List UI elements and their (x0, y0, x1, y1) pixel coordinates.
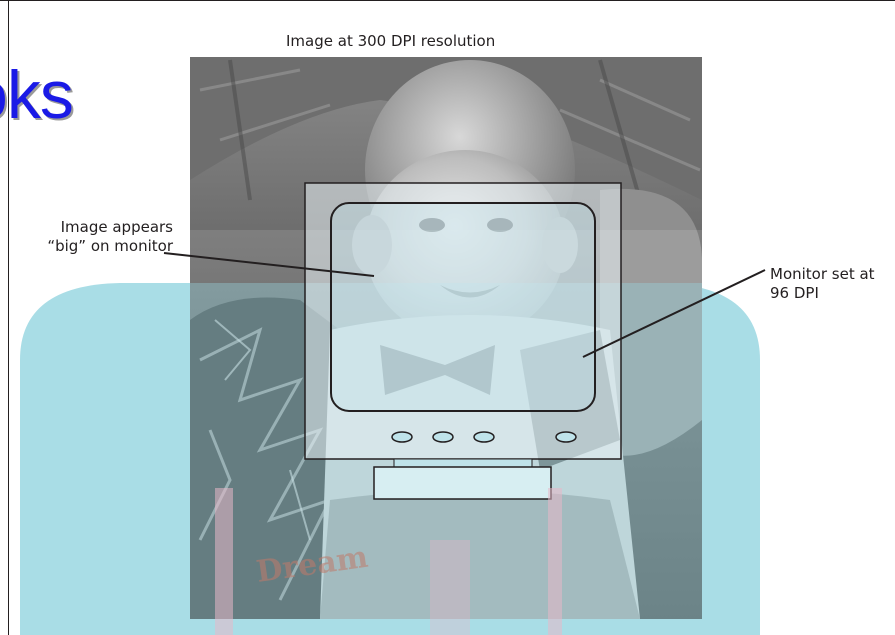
monitor-neck (393, 458, 533, 468)
callout-line: 96 DPI (770, 284, 819, 302)
callout-line: Monitor set at (770, 265, 875, 283)
monitor-icon (304, 182, 622, 500)
watermark-bar (430, 540, 470, 635)
monitor-size-callout: Image appears “big” on monitor (47, 218, 173, 256)
callout-line: Image appears (60, 218, 173, 236)
left-leader-line (163, 252, 375, 277)
right-leader-line (582, 269, 766, 358)
monitor-stand (373, 466, 552, 500)
photo-resolution-label: Image at 300 DPI resolution (286, 32, 496, 50)
monitor-button (391, 431, 413, 443)
monitor-button (555, 431, 577, 443)
monitor-button (473, 431, 495, 443)
monitor-button (432, 431, 454, 443)
callout-line: “big” on monitor (47, 237, 173, 255)
watermark-bar (215, 488, 233, 635)
watermark-bar (548, 488, 562, 635)
monitor-dpi-callout: Monitor set at 96 DPI (770, 265, 875, 303)
brand-fragment: oks (0, 57, 74, 133)
